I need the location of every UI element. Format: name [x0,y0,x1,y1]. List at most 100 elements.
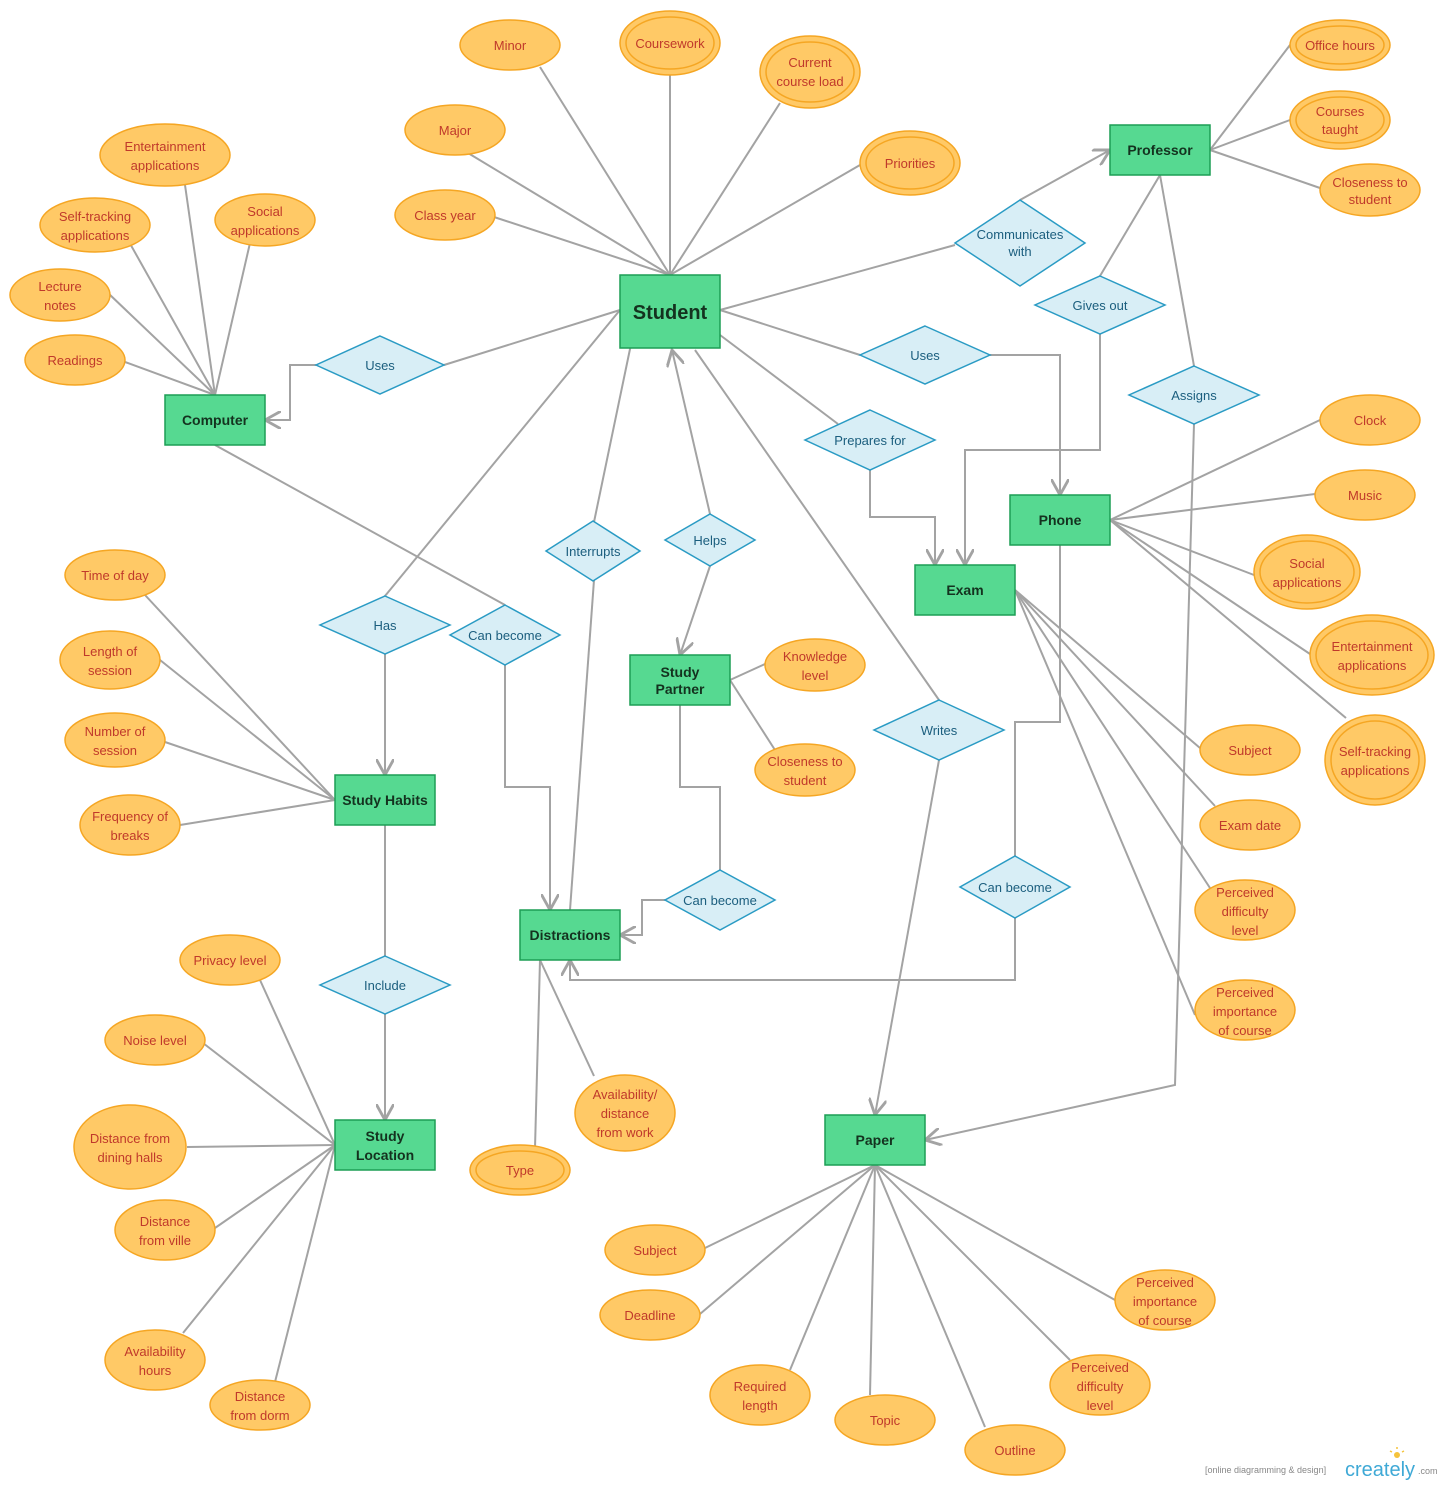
svg-text:Closeness to: Closeness to [767,754,842,769]
attribute-music[interactable]: Music [1314,469,1416,521]
relationship-writes[interactable]: Writes [872,699,1006,761]
relationship-uses-phone[interactable]: Uses [858,325,992,385]
relationship-can-become-phone[interactable]: Can become [958,855,1072,919]
attribute-closeness-to-student-professor[interactable]: Closeness to student [1319,163,1421,217]
svg-text:Minor: Minor [494,38,527,53]
entity-study-location[interactable]: Study Location [334,1119,436,1171]
branding-suffix: .com [1418,1466,1438,1476]
svg-text:Clock: Clock [1354,413,1387,428]
attribute-readings[interactable]: Readings [24,334,126,386]
svg-text:Interrupts: Interrupts [566,544,621,559]
svg-text:Music: Music [1348,488,1382,503]
attribute-required-length[interactable]: Required length [709,1364,811,1426]
svg-text:Entertainment: Entertainment [125,139,206,154]
attribute-office-hours[interactable]: Office hours [1289,19,1391,71]
attribute-exam-perceived-difficulty[interactable]: Perceived difficulty level [1194,879,1296,941]
svg-text:Major: Major [439,123,472,138]
svg-text:difficulty: difficulty [1222,904,1269,919]
attribute-topic[interactable]: Topic [834,1394,936,1446]
attribute-distance-from-ville[interactable]: Distance from ville [114,1199,216,1261]
relationship-include[interactable]: Include [318,955,452,1015]
svg-text:Uses: Uses [365,358,395,373]
entity-paper[interactable]: Paper [824,1114,926,1166]
attribute-current-course-load[interactable]: Current course load [759,35,861,109]
attribute-social-applications-computer[interactable]: Social applications [214,193,316,247]
entity-study-habits[interactable]: Study Habits [334,774,436,826]
entity-student[interactable]: Student [619,274,721,349]
relationship-prepares-for[interactable]: Prepares for [803,409,937,471]
relationship-helps[interactable]: Helps [663,513,757,567]
attribute-self-tracking-applications-computer[interactable]: Self-tracking applications [39,197,151,253]
svg-text:applications: applications [61,228,130,243]
svg-text:from ville: from ville [139,1233,191,1248]
relationship-has[interactable]: Has [318,595,452,655]
svg-text:Closeness to: Closeness to [1332,175,1407,190]
attribute-outline[interactable]: Outline [964,1424,1066,1476]
svg-text:Priorities: Priorities [885,156,936,171]
svg-text:Distance from: Distance from [90,1131,170,1146]
attribute-clock[interactable]: Clock [1319,394,1421,446]
attribute-exam-subject[interactable]: Subject [1199,724,1301,776]
attribute-major[interactable]: Major [404,104,506,156]
svg-text:applications: applications [131,158,200,173]
attribute-coursework[interactable]: Coursework [619,10,721,76]
attribute-noise-level[interactable]: Noise level [104,1014,206,1066]
svg-text:from dorm: from dorm [230,1408,289,1423]
attribute-social-applications-phone[interactable]: Social applications [1253,534,1361,610]
attribute-paper-perceived-importance[interactable]: Perceived importance of course [1114,1269,1216,1331]
svg-text:Can become: Can become [978,880,1052,895]
svg-text:Time of day: Time of day [81,568,149,583]
attribute-knowledge-level[interactable]: Knowledge level [764,638,866,692]
entity-study-partner[interactable]: Study Partner [629,654,731,706]
attribute-minor[interactable]: Minor [459,19,561,71]
attribute-availability-distance-from-work[interactable]: Availability/ distance from work [574,1074,676,1152]
attribute-number-of-session[interactable]: Number of session [64,712,166,768]
entity-computer[interactable]: Computer [164,394,266,446]
svg-text:Knowledge: Knowledge [783,649,847,664]
svg-text:Subject: Subject [633,1243,677,1258]
attribute-paper-subject[interactable]: Subject [604,1224,706,1276]
attribute-availability-hours[interactable]: Availability hours [104,1329,206,1391]
attribute-deadline[interactable]: Deadline [599,1289,701,1341]
attribute-time-of-day[interactable]: Time of day [64,549,166,601]
svg-text:difficulty: difficulty [1077,1379,1124,1394]
attribute-type[interactable]: Type [469,1144,571,1196]
svg-text:Social: Social [247,204,283,219]
relationship-can-become-partner[interactable]: Can become [663,869,777,931]
relationship-communicates-with[interactable]: Communicates with [953,199,1087,287]
svg-text:Office hours: Office hours [1305,38,1375,53]
svg-text:Professor: Professor [1127,142,1193,158]
attribute-closeness-to-student-partner[interactable]: Closeness to student [754,743,856,797]
attribute-length-of-session[interactable]: Length of session [59,630,161,690]
attribute-courses-taught[interactable]: Courses taught [1289,90,1391,150]
attribute-class-year[interactable]: Class year [394,189,496,241]
attribute-self-tracking-applications-phone[interactable]: Self-tracking applications [1324,714,1426,806]
relationship-interrupts[interactable]: Interrupts [544,520,642,582]
entity-distractions[interactable]: Distractions [519,909,621,961]
attribute-frequency-of-breaks[interactable]: Frequency of breaks [79,794,181,856]
relationship-assigns[interactable]: Assigns [1127,365,1261,425]
svg-text:level: level [802,668,829,683]
svg-text:Exam date: Exam date [1219,818,1281,833]
attribute-entertainment-applications-phone[interactable]: Entertainment applications [1309,614,1435,696]
entity-phone[interactable]: Phone [1009,494,1111,546]
attribute-entertainment-applications-computer[interactable]: Entertainment applications [99,123,231,187]
attribute-paper-perceived-difficulty[interactable]: Perceived difficulty level [1049,1354,1151,1416]
attribute-exam-perceived-importance[interactable]: Perceived importance of course [1194,979,1296,1041]
attribute-privacy-level[interactable]: Privacy level [179,934,281,986]
attribute-lecture-notes[interactable]: Lecture notes [9,268,111,322]
attribute-distance-from-dorm[interactable]: Distance from dorm [209,1379,311,1431]
relationship-gives-out[interactable]: Gives out [1033,275,1167,335]
relationship-uses-computer[interactable]: Uses [314,335,446,395]
svg-text:Include: Include [364,978,406,993]
attribute-priorities[interactable]: Priorities [859,130,961,196]
entity-exam[interactable]: Exam [914,564,1016,616]
attribute-exam-date[interactable]: Exam date [1199,799,1301,851]
svg-text:Distance: Distance [140,1214,191,1229]
svg-text:with: with [1007,244,1031,259]
attribute-distance-from-dining-halls[interactable]: Distance from dining halls [73,1104,187,1190]
svg-text:Outline: Outline [994,1443,1035,1458]
relationship-can-become-computer[interactable]: Can become [448,604,562,666]
svg-text:Paper: Paper [856,1132,895,1148]
entity-professor[interactable]: Professor [1109,124,1211,176]
